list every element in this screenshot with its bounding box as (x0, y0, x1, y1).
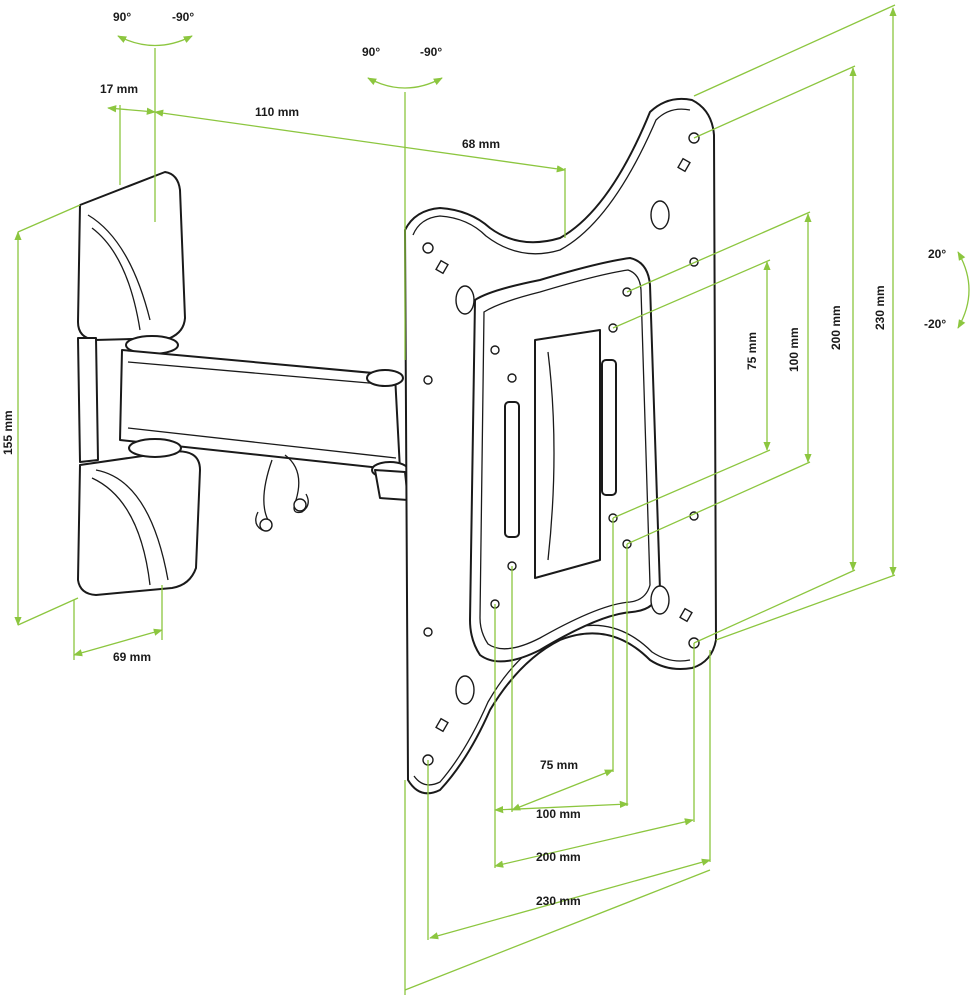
vesa-plate (404, 97, 717, 795)
vesa-h-75-label: 75 mm (540, 758, 578, 772)
dim-h-230mm (429, 858, 711, 940)
vesa-v-200-label: 200 mm (829, 305, 843, 350)
wall-swivel-right-label: -90° (172, 10, 194, 24)
arm-swivel-right-label: -90° (420, 45, 442, 59)
wall-swivel-arc (117, 35, 193, 47)
dim-110mm (154, 109, 566, 173)
arm-length-label: 110 mm (255, 105, 299, 119)
wall-plate-width-label: 69 mm (113, 650, 151, 664)
wall-plate-height-label: 155 mm (1, 410, 15, 455)
dim-17mm (107, 105, 156, 115)
vesa-v-100-label: 100 mm (787, 327, 801, 372)
vesa-h-200-label: 200 mm (536, 850, 581, 864)
dim-h-75mm (511, 769, 614, 811)
dimension-labels: 90° -90° 90° -90° 17 mm 110 mm 68 mm 155… (1, 10, 946, 908)
arm-swivel-arc (367, 77, 443, 89)
wall-plate (77, 171, 201, 596)
wall-offset-label: 17 mm (100, 82, 138, 96)
tilt-arc (957, 251, 970, 329)
tilt-down-label: -20° (924, 317, 946, 331)
cable-hooks (255, 454, 309, 532)
dimension-lines (14, 4, 970, 995)
dim-69mm (73, 628, 163, 657)
tilt-up-label: 20° (928, 247, 946, 261)
arm-swivel-left-label: 90° (362, 45, 380, 59)
vesa-v-230-label: 230 mm (873, 285, 887, 330)
vesa-v-75-label: 75 mm (745, 332, 759, 370)
vesa-h-100-label: 100 mm (536, 807, 581, 821)
dim-h-100mm (494, 800, 629, 814)
dim-h-200mm (494, 818, 694, 868)
swivel-arm (119, 335, 409, 501)
wall-swivel-left-label: 90° (113, 10, 131, 24)
arm-to-plate-label: 68 mm (462, 137, 500, 151)
vesa-h-230-label: 230 mm (536, 894, 581, 908)
